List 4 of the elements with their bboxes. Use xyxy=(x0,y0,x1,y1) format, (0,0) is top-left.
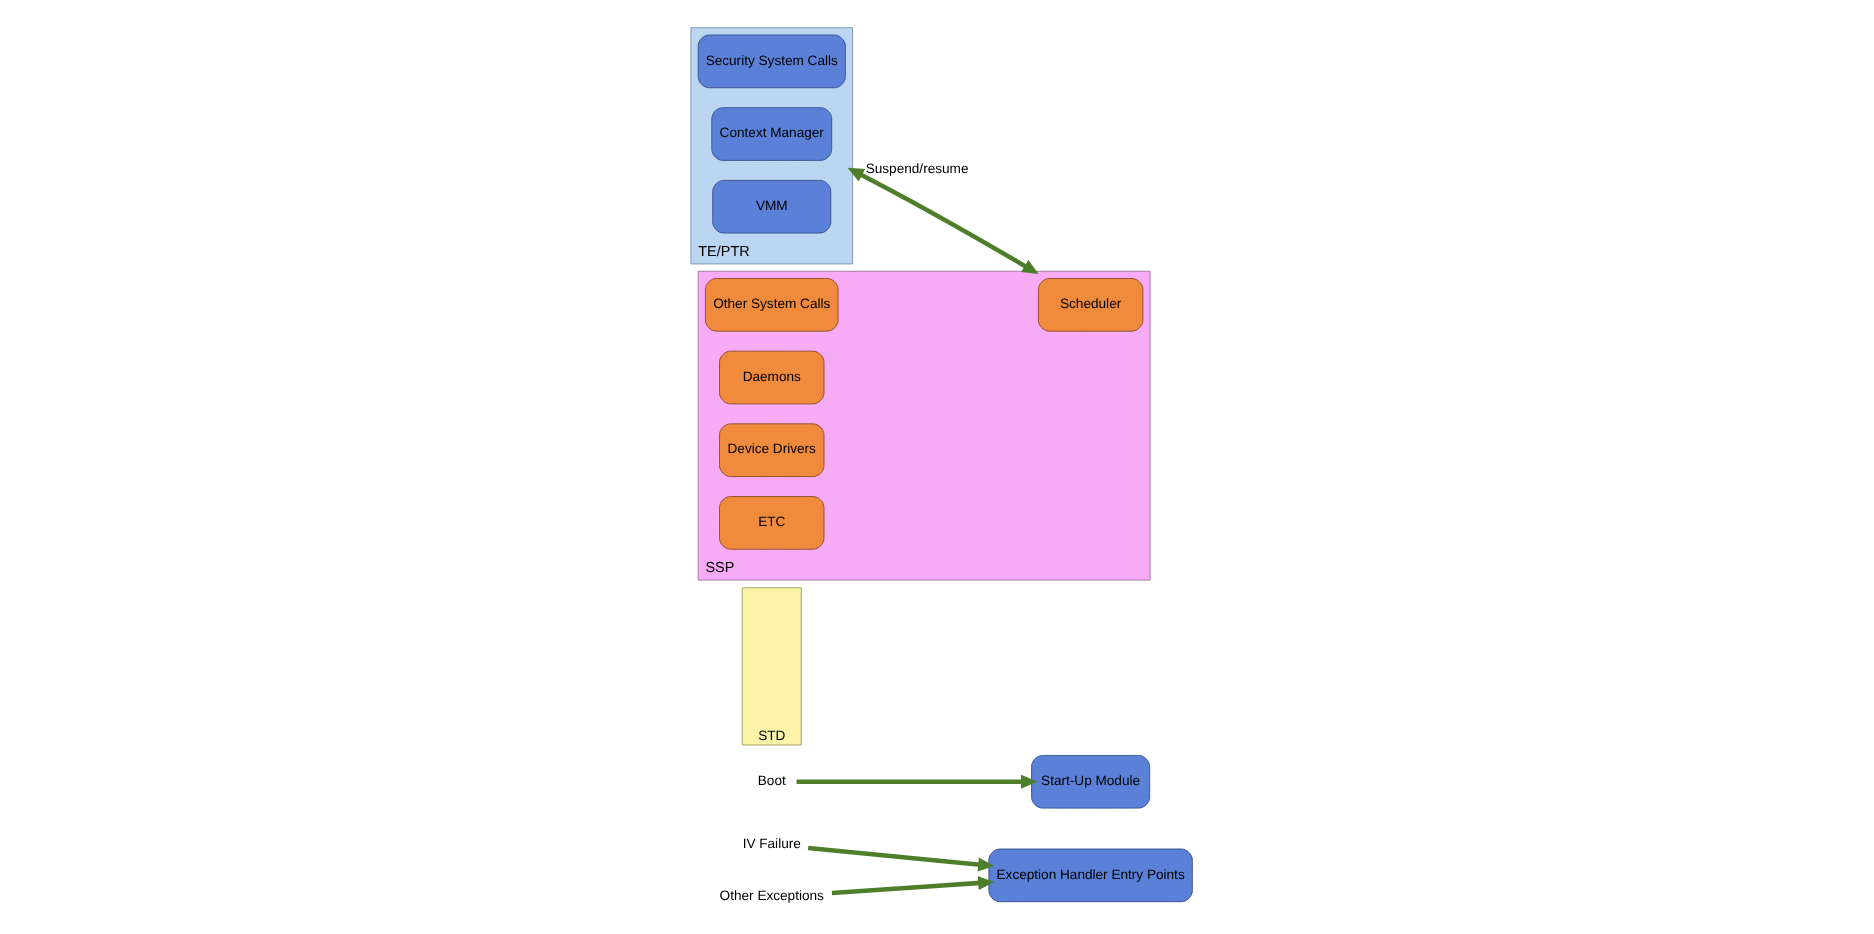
arrow xyxy=(846,167,1038,275)
arrow xyxy=(795,774,1037,789)
arrow xyxy=(830,876,994,896)
arrow xyxy=(806,845,994,872)
